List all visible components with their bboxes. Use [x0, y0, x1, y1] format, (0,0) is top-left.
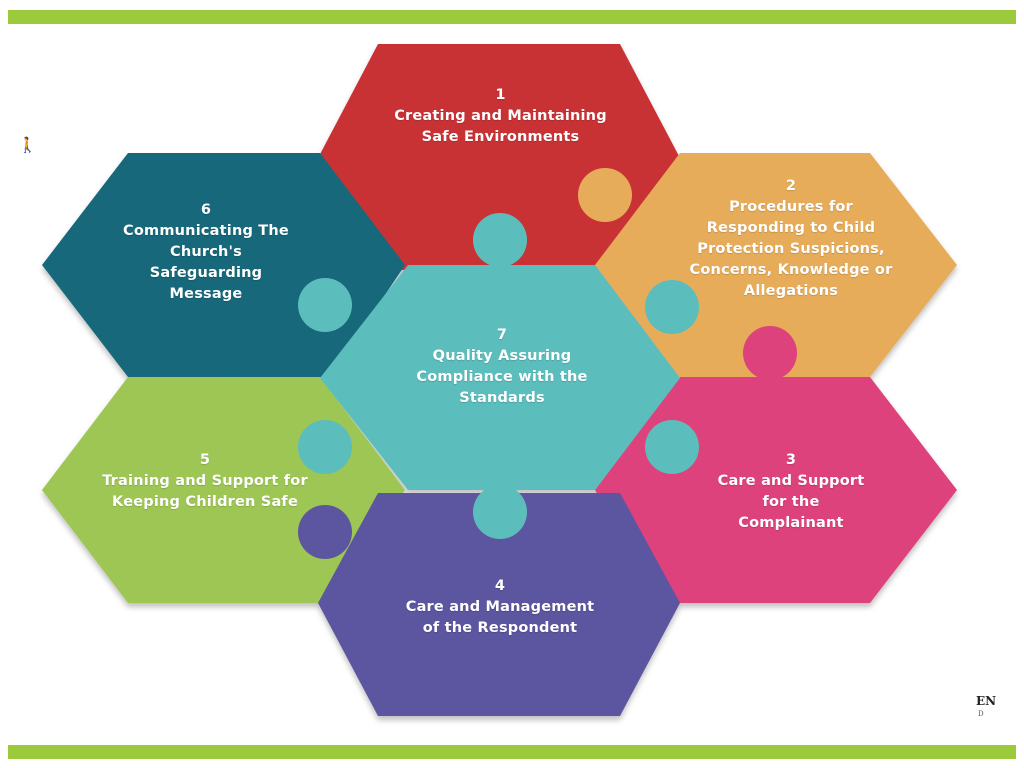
- title-piece-5: Training and Support for Keeping Childre…: [102, 473, 308, 510]
- number-piece-1: 1: [495, 87, 506, 103]
- walker-icon: 🚶: [18, 136, 37, 154]
- tab-piece-2: [578, 168, 632, 222]
- number-piece-3: 3: [785, 452, 797, 468]
- title-piece-7: Quality Assuring Compliance with the Sta…: [416, 348, 588, 406]
- tab-piece-7-ll: [298, 420, 352, 474]
- label-piece-3: 3 Care and Support for the Complainant: [708, 450, 874, 534]
- number-piece-6: 6: [200, 202, 212, 218]
- title-piece-6: Communicating The Church's Safeguarding …: [123, 223, 289, 302]
- tab-piece-7-ur: [645, 280, 699, 334]
- hex-piece-7: [320, 265, 680, 490]
- label-piece-2: 2 Procedures for Responding to Child Pro…: [680, 176, 902, 302]
- number-piece-5: 5: [199, 452, 211, 468]
- title-piece-2: Procedures for Responding to Child Prote…: [689, 199, 893, 299]
- tab-piece-7-top: [473, 213, 527, 267]
- label-piece-7: 7 Quality Assuring Compliance with the S…: [414, 325, 590, 409]
- tab-piece-7-ul: [298, 278, 352, 332]
- number-piece-7: 7: [496, 327, 508, 343]
- tab-piece-7-lr: [645, 420, 699, 474]
- title-piece-1: Creating and Maintaining Safe Environmen…: [394, 108, 607, 145]
- number-piece-2: 2: [785, 178, 797, 194]
- label-piece-1: 1 Creating and Maintaining Safe Environm…: [388, 85, 613, 148]
- title-piece-4: Care and Management of the Respondent: [405, 599, 595, 636]
- label-piece-4: 4 Care and Management of the Respondent: [396, 576, 604, 639]
- hex-piece-4: [318, 493, 680, 716]
- label-piece-5: 5 Training and Support for Keeping Child…: [100, 450, 310, 513]
- tab-piece-3: [743, 326, 797, 380]
- bottom-accent-bar: [8, 745, 1016, 759]
- number-piece-4: 4: [494, 578, 506, 594]
- tab-piece-7-bottom: [473, 485, 527, 539]
- corner-logo-text: EN: [976, 694, 997, 708]
- label-piece-6: 6 Communicating The Church's Safeguardin…: [120, 200, 292, 305]
- tab-piece-4: [298, 505, 352, 559]
- title-piece-3: Care and Support for the Complainant: [717, 473, 865, 531]
- corner-logo-subtext: D: [978, 710, 984, 718]
- top-accent-bar: [8, 10, 1016, 24]
